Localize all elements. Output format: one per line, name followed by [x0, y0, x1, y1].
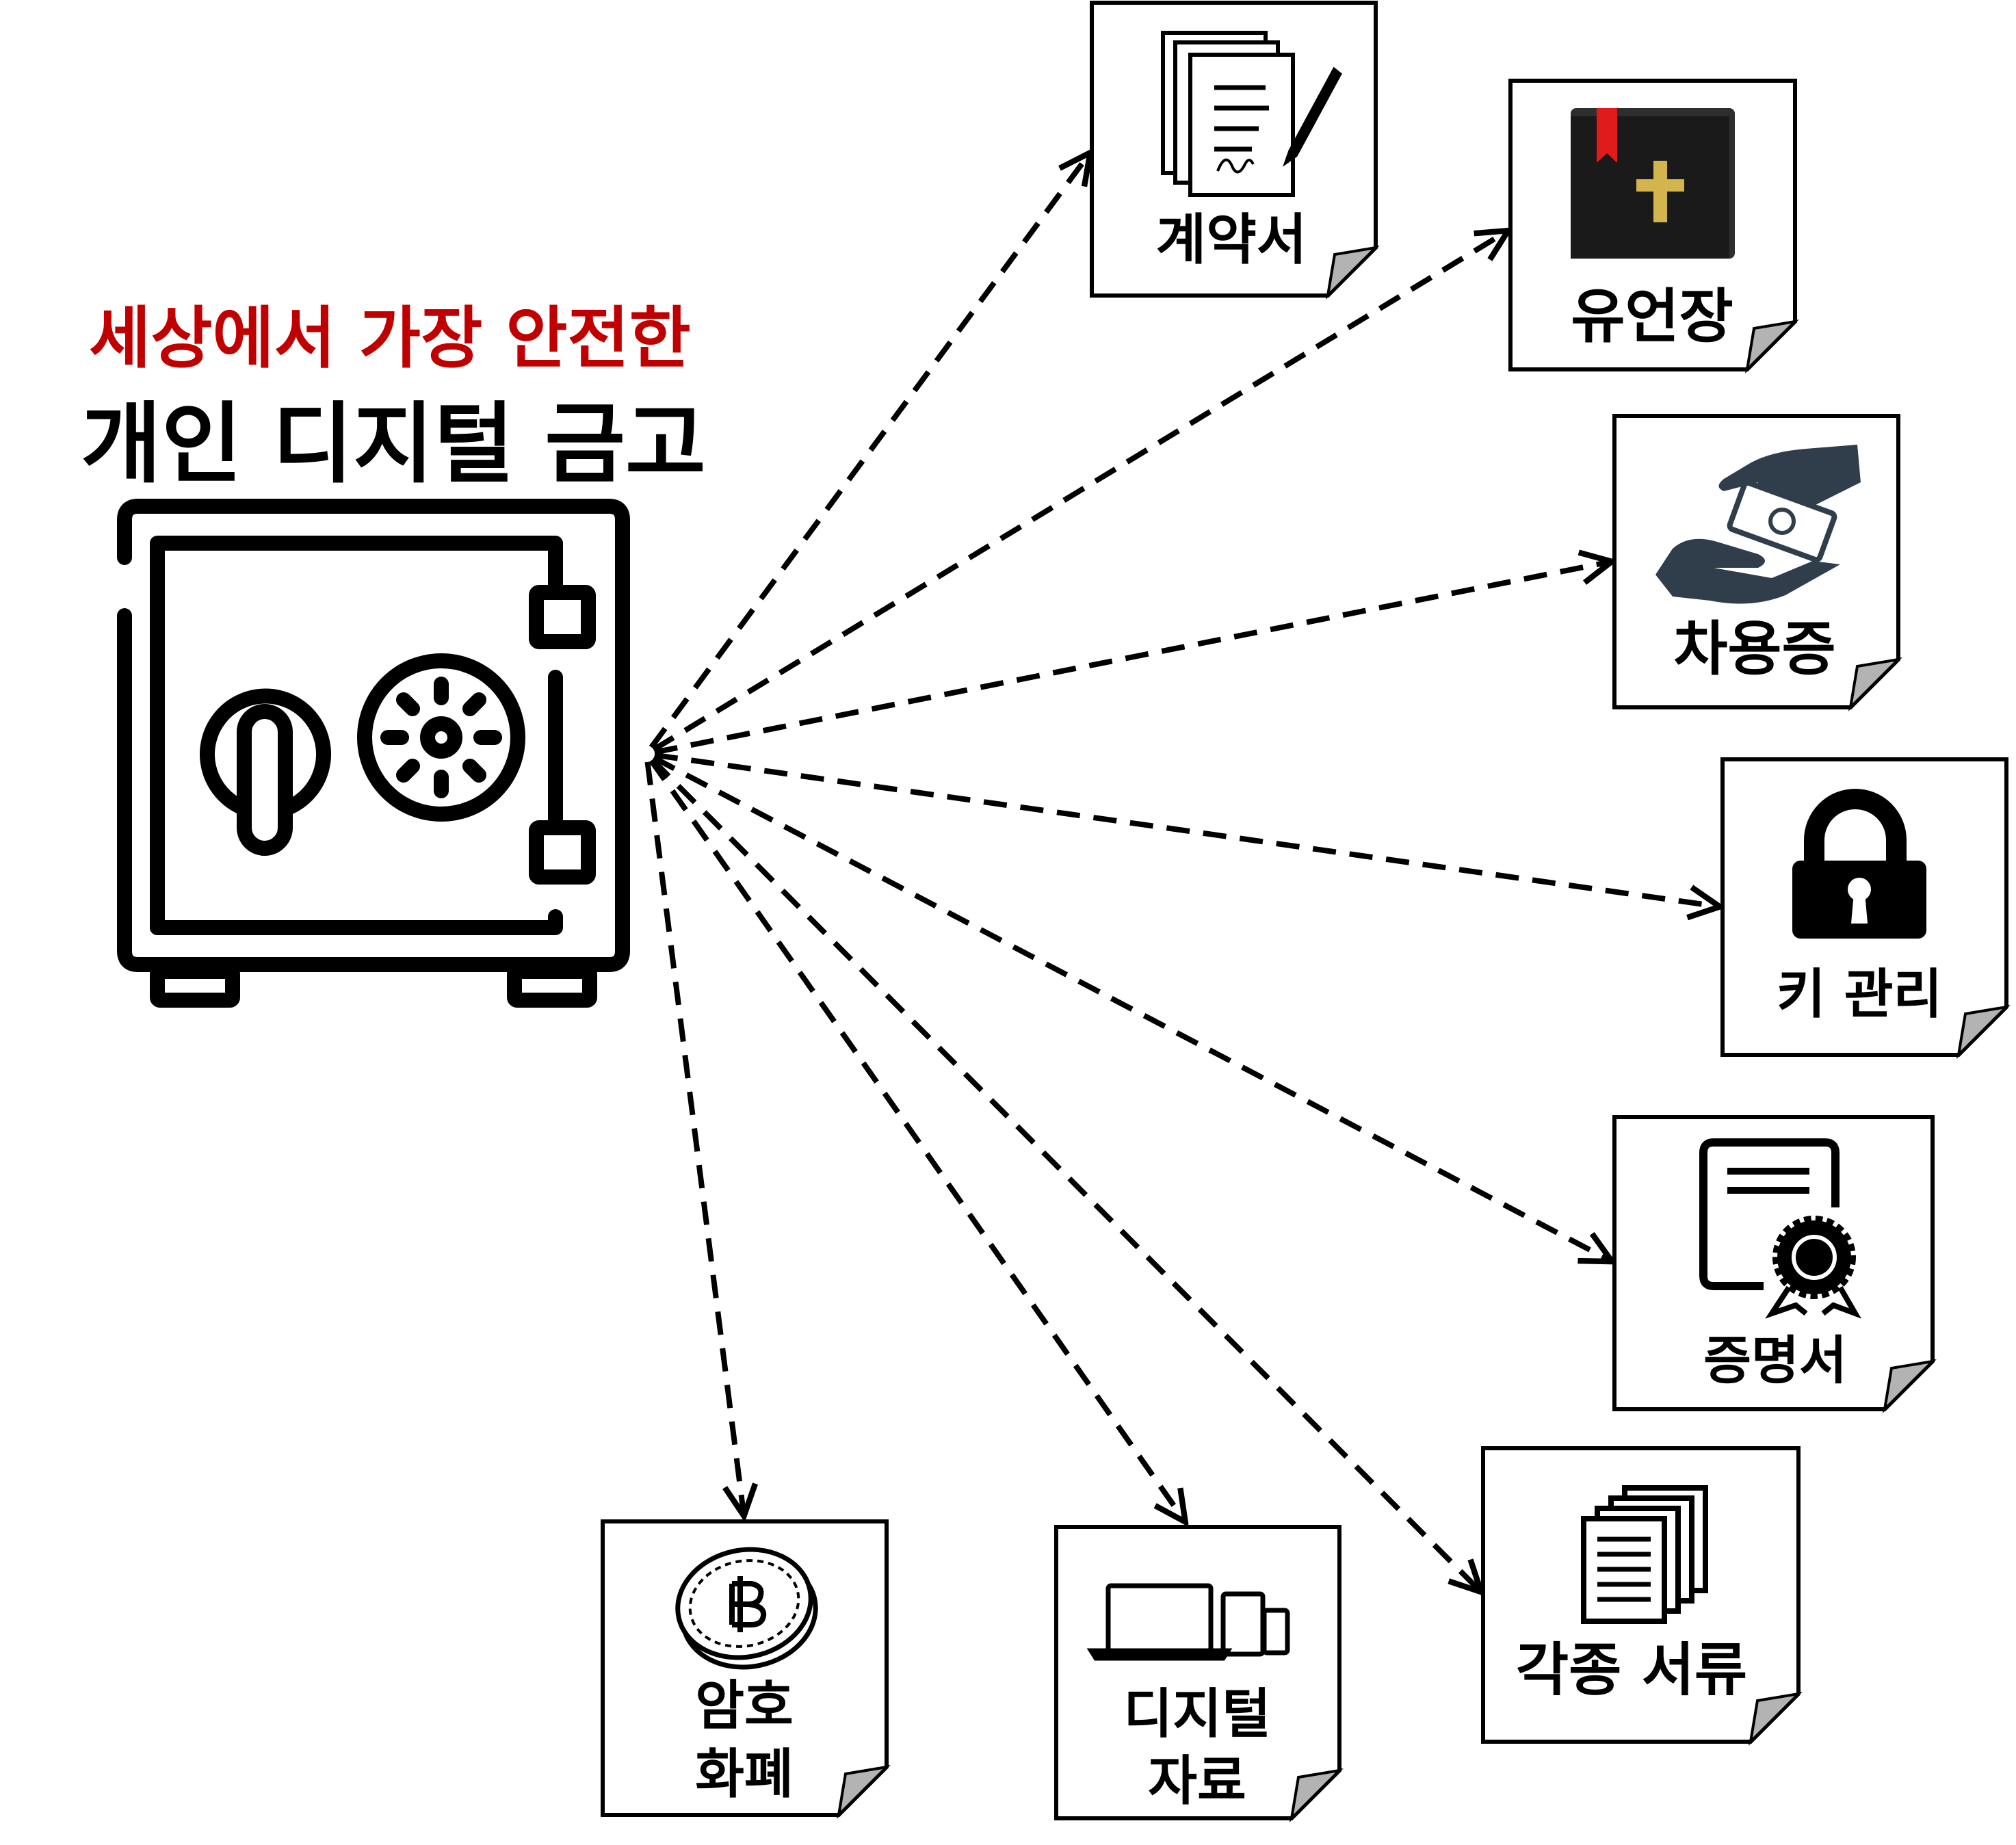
- note-label-digital-2: 자료: [1148, 1751, 1246, 1812]
- bitcoin-icon: [675, 1547, 818, 1670]
- arrow-key: [654, 752, 1720, 907]
- connector-arrows: [644, 153, 1720, 1593]
- note-contract: 계약서: [1090, 1, 1380, 300]
- money-handover-icon: [1655, 445, 1861, 604]
- arrow-contract: [649, 153, 1090, 749]
- note-label-crypto-2: 화폐: [695, 1744, 794, 1805]
- note-label-contract: 계약서: [1156, 208, 1307, 272]
- note-loan: 차용증: [1612, 414, 1902, 711]
- note-label-certificate: 증명서: [1703, 1330, 1847, 1391]
- note-digital: 디지털 자료: [1054, 1525, 1344, 1822]
- note-documents: 각종 서류: [1481, 1446, 1803, 1746]
- page-title: 개인 디지털 금고: [81, 393, 706, 495]
- safe-icon: [117, 499, 630, 1008]
- note-label-loan: 차용증: [1673, 615, 1835, 683]
- note-label-documents: 각종 서류: [1516, 1636, 1747, 1703]
- arrow-crypto: [644, 761, 744, 1516]
- documents-stack-icon: [1581, 1485, 1708, 1624]
- arrow-digital: [649, 759, 1186, 1522]
- note-key: 키 관리: [1720, 757, 2011, 1059]
- devices-icon: [1086, 1583, 1290, 1661]
- bible-icon: [1571, 108, 1735, 259]
- arrow-certificate: [652, 755, 1612, 1262]
- arrow-will: [652, 231, 1508, 753]
- note-label-key: 키 관리: [1777, 964, 1942, 1025]
- subtitle: 세상에서 가장 안전한: [89, 300, 691, 378]
- note-certificate: 증명서: [1612, 1115, 1937, 1413]
- note-will: 유언장: [1508, 79, 1799, 374]
- contract-icon: [1161, 31, 1342, 197]
- note-crypto: 암호 화폐: [601, 1519, 891, 1819]
- arrow-loan: [654, 562, 1612, 755]
- certificate-icon: [1699, 1138, 1862, 1319]
- note-label-crypto-1: 암호: [695, 1675, 794, 1737]
- arrow-documents: [650, 757, 1482, 1593]
- padlock-icon: [1792, 789, 1926, 939]
- note-label-digital-1: 디지털: [1123, 1684, 1270, 1745]
- note-label-will: 유언장: [1571, 283, 1733, 351]
